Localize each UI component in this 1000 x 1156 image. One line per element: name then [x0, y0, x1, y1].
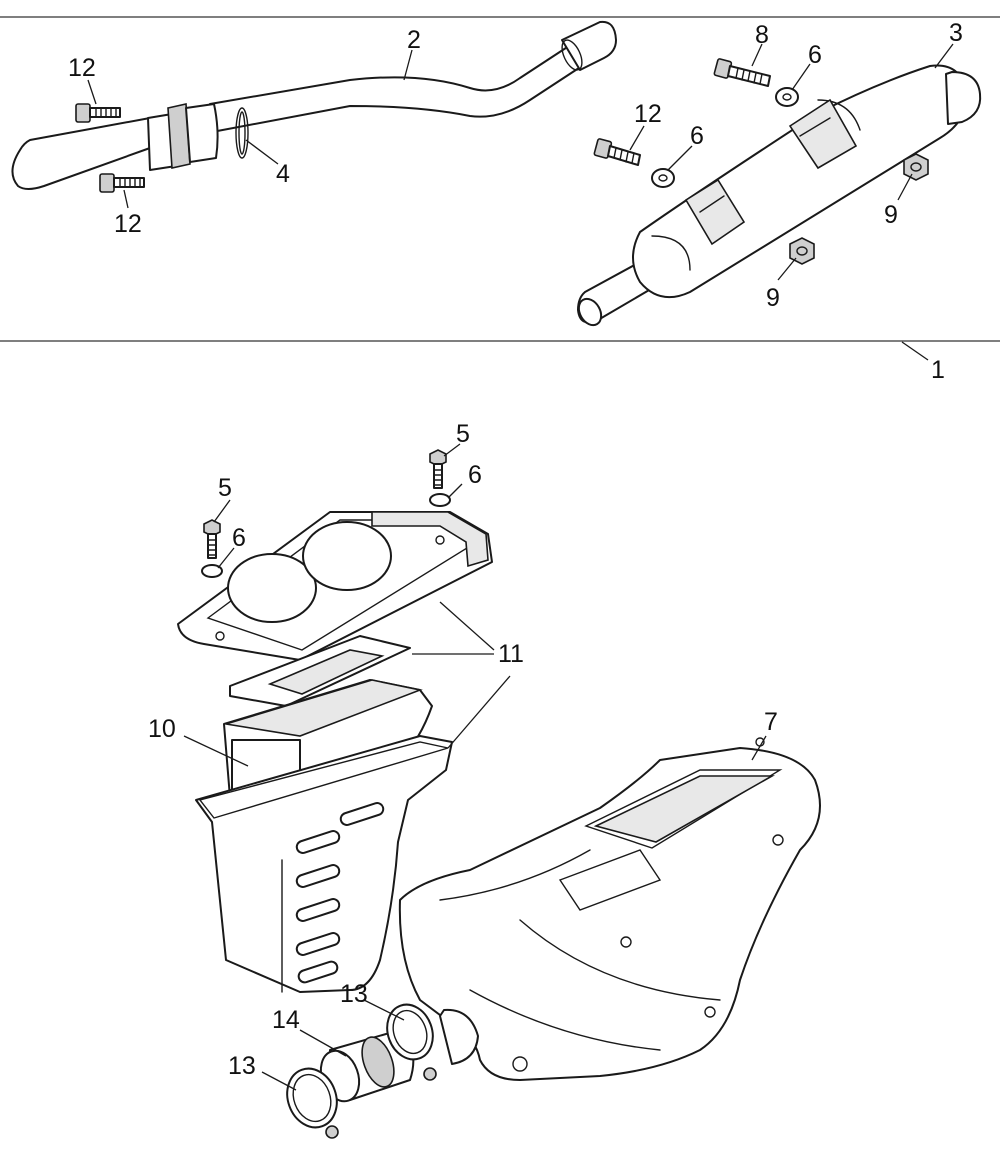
label-11: 11 [498, 640, 524, 668]
label-12-lower-left: 12 [114, 210, 142, 238]
filter-housing-part [195, 735, 453, 993]
washer-6-upper-right [775, 87, 799, 107]
label-9-lower: 9 [766, 284, 780, 312]
label-4: 4 [276, 160, 290, 188]
exhaust-pipe-part [11, 20, 617, 190]
label-1: 1 [931, 356, 945, 384]
bolt-12-upper [75, 103, 121, 123]
label-6-upper-left: 6 [690, 122, 704, 150]
label-13-lower: 13 [228, 1052, 256, 1080]
label-12-upper-left: 12 [68, 54, 96, 82]
label-8: 8 [755, 21, 769, 49]
label-5-left: 5 [218, 474, 232, 502]
callout-labels: 2 3 8 6 12 12 6 4 12 9 9 1 5 6 5 6 11 10… [68, 19, 963, 1080]
clamp-13-upper [386, 1003, 479, 1081]
label-6-upper-right: 6 [808, 41, 822, 69]
bolt-5-right [429, 449, 447, 489]
bolt-5-left [203, 519, 221, 559]
bolt-12-muffler [593, 138, 641, 166]
washer-6-upper-left [651, 168, 675, 188]
air-box-part [398, 737, 821, 1081]
label-5-right: 5 [456, 420, 470, 448]
bolt-8 [713, 58, 771, 87]
label-3: 3 [949, 19, 963, 47]
label-6-lower-right: 6 [468, 461, 482, 489]
clamp-13-lower [286, 1067, 339, 1139]
bolt-12-lower [99, 173, 145, 193]
gasket-part [229, 635, 411, 707]
label-13-upper: 13 [340, 980, 368, 1008]
label-2: 2 [407, 26, 421, 54]
label-6-lower-left: 6 [232, 524, 246, 552]
top-plate-part [177, 511, 493, 661]
washer-6-lower-left [201, 564, 223, 578]
nut-9-right [903, 153, 929, 181]
washer-6-lower-right [429, 493, 451, 507]
muffler-part [577, 64, 982, 327]
nut-9-lower [789, 237, 815, 265]
leader-lines [87, 43, 954, 1091]
label-14: 14 [272, 1006, 300, 1034]
label-7: 7 [764, 708, 778, 736]
label-10: 10 [148, 715, 176, 743]
label-9-right: 9 [884, 201, 898, 229]
label-12-muffler: 12 [634, 100, 662, 128]
